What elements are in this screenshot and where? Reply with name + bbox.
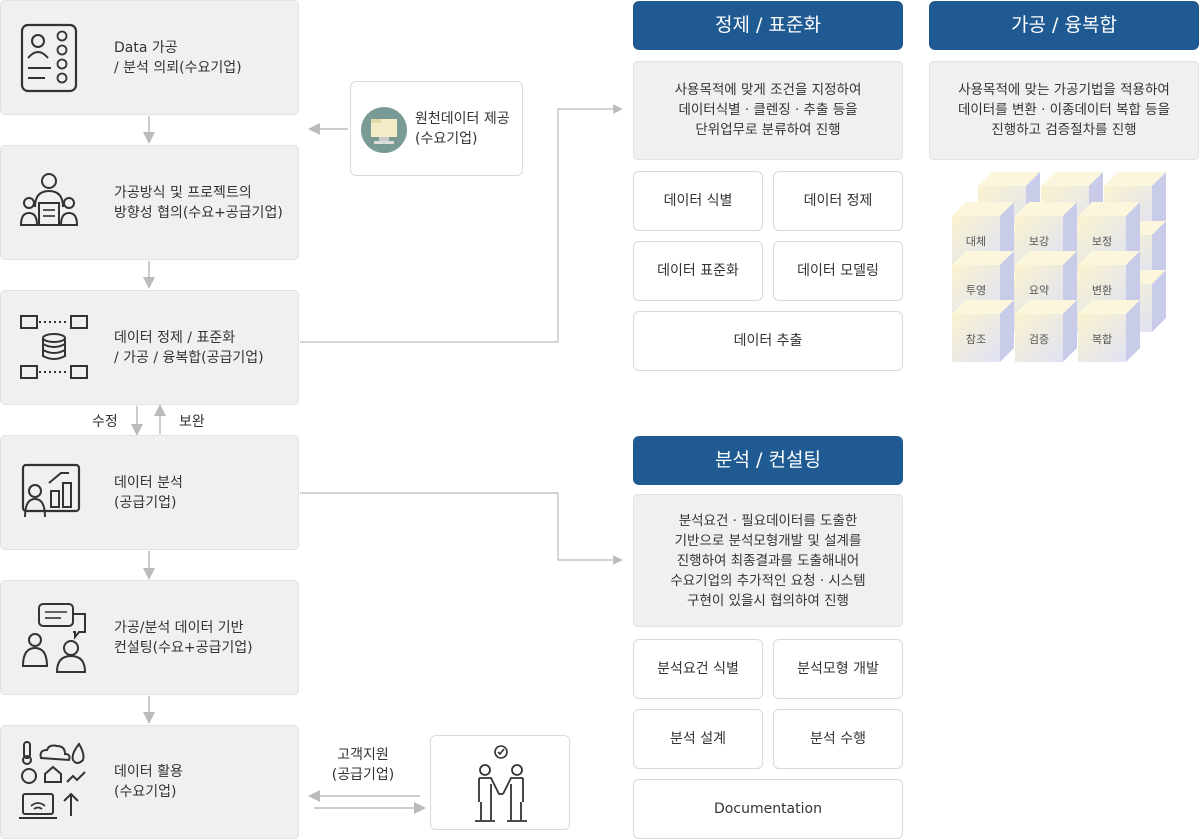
fusion-header: 가공 / 융복합 [929, 1, 1199, 50]
support-line1: 고객지원 [337, 747, 389, 763]
cube-label: 투영 [966, 284, 986, 297]
flow-step-analysis: 데이터 분석 (공급기업) [0, 435, 299, 550]
flow-step-refine: 데이터 정제 / 표준화 / 가공 / 융복합(공급기업) [0, 290, 299, 405]
flow-step-line2: 방향성 협의(수요+공급기업) [114, 204, 283, 221]
support-card [430, 735, 570, 830]
cube-label: 요약 [1029, 283, 1049, 297]
source-line2: (수요기업) [415, 131, 478, 147]
flow-step-line2: (수요기업) [114, 784, 177, 800]
cube-label: 변환 [1092, 284, 1112, 297]
fusion-desc-line: 진행하고 검증절차를 진행 [991, 122, 1137, 138]
flow-step-line1: 가공/분석 데이터 기반 [114, 619, 244, 636]
flow-step-text: 데이터 활용 (수요기업) [114, 762, 183, 802]
support-label: 고객지원 (공급기업) [328, 745, 398, 785]
refine-description: 사용목적에 맞게 조건을 지정하여 데이터식별 · 클렌징 · 추출 등을 단위… [633, 61, 903, 160]
source-text: 원천데이터 제공 (수요기업) [415, 109, 510, 149]
fusion-desc-line: 사용목적에 맞는 가공기법을 적용하여 [958, 82, 1170, 98]
cube-label: 복합 [1092, 333, 1112, 346]
analysis-header: 분석 / 컨설팅 [633, 436, 903, 485]
flow-step-request: Data 가공 / 분석 의뢰(수요기업) [0, 0, 299, 115]
flow-step-line2: (공급기업) [114, 494, 177, 511]
analysis-desc-line: 구현이 있을시 협의하여 진행 [687, 593, 849, 609]
analysis-item: 분석요건 식별 [633, 639, 763, 699]
supplement-label: 보완 [179, 414, 205, 430]
cube-label: 보정 [1092, 235, 1112, 248]
flow-step-line1: 데이터 정제 / 표준화 [114, 329, 236, 346]
flow-step-line1: 데이터 분석 [114, 474, 183, 491]
database-network-icon [20, 314, 88, 379]
cube-label: 보강 [1029, 235, 1049, 248]
cube-label: 대체 [966, 235, 986, 248]
refine-item: 데이터 정제 [773, 171, 903, 231]
data-usage-icons [19, 741, 86, 819]
flow-step-line1: Data 가공 [114, 39, 178, 56]
flow-step-usage: 데이터 활용 (수요기업) [0, 725, 299, 839]
refine-connector [300, 104, 623, 343]
analysis-connector [300, 492, 623, 565]
analysis-desc-line: 수요기업의 추가적인 요청 · 시스템 [670, 573, 866, 589]
handshake-icon [475, 745, 527, 822]
refine-item: 데이터 모델링 [773, 241, 903, 301]
refine-item: 데이터 표준화 [633, 241, 763, 301]
checklist-profile-icon [20, 23, 78, 92]
analysis-item: 분석 수행 [773, 709, 903, 769]
source-data-card: 원천데이터 제공 (수요기업) [350, 81, 523, 176]
presentation-chart-icon [21, 463, 81, 517]
flow-step-text: Data 가공 / 분석 의뢰(수요기업) [114, 38, 242, 78]
cube-label: 참조 [966, 333, 986, 346]
analysis-description: 분석요건 · 필요데이터를 도출한 기반으로 분석모형개발 및 설계를 진행하여… [633, 494, 903, 627]
analysis-item: 분석모형 개발 [773, 639, 903, 699]
refine-item: 데이터 식별 [633, 171, 763, 231]
flow-step-text: 가공방식 및 프로젝트의 방향성 협의(수요+공급기업) [114, 183, 283, 223]
analysis-desc-line: 기반으로 분석모형개발 및 설계를 [674, 533, 862, 549]
refine-desc-line: 사용목적에 맞게 조건을 지정하여 [674, 82, 862, 98]
flow-step-line1: 데이터 활용 [114, 764, 183, 780]
modify-label: 수정 [92, 414, 118, 430]
fusion-desc-line: 데이터를 변환 · 이종데이터 복합 등을 [957, 102, 1171, 118]
flow-step-text: 데이터 정제 / 표준화 / 가공 / 융복합(공급기업) [114, 328, 264, 368]
fusion-cube-stack: 대체 보강 보정 투영 요약 변환 [950, 170, 1195, 365]
flow-step-text: 데이터 분석 (공급기업) [114, 473, 183, 513]
cube-label: 검증 [1029, 333, 1049, 346]
flow-step-line1: 가공방식 및 프로젝트의 [114, 184, 252, 201]
flow-step-line2: / 분석 의뢰(수요기업) [114, 59, 242, 76]
folder-monitor-icon [361, 107, 407, 153]
consulting-chat-icon [21, 602, 87, 673]
flow-step-line2: 컨설팅(수요+공급기업) [114, 639, 253, 656]
support-line2: (공급기업) [331, 767, 395, 783]
analysis-item: Documentation [633, 779, 903, 839]
flow-step-text: 가공/분석 데이터 기반 컨설팅(수요+공급기업) [114, 618, 253, 658]
refine-item: 데이터 추출 [633, 311, 903, 371]
fusion-description: 사용목적에 맞는 가공기법을 적용하여 데이터를 변환 · 이종데이터 복합 등… [929, 61, 1199, 160]
analysis-desc-line: 분석요건 · 필요데이터를 도출한 [678, 513, 858, 529]
flow-step-line2: / 가공 / 융복합(공급기업) [114, 349, 264, 366]
flow-step-consult: 가공방식 및 프로젝트의 방향성 협의(수요+공급기업) [0, 145, 299, 260]
analysis-desc-line: 진행하여 최종결과를 도출해내어 [676, 553, 860, 569]
meeting-icon [19, 172, 79, 226]
analysis-item: 분석 설계 [633, 709, 763, 769]
source-line1: 원천데이터 제공 [415, 111, 510, 127]
flow-step-consulting: 가공/분석 데이터 기반 컨설팅(수요+공급기업) [0, 580, 299, 695]
refine-desc-line: 데이터식별 · 클렌징 · 추출 등을 [678, 102, 858, 118]
refine-header: 정제 / 표준화 [633, 1, 903, 50]
refine-desc-line: 단위업무로 분류하여 진행 [695, 122, 841, 138]
